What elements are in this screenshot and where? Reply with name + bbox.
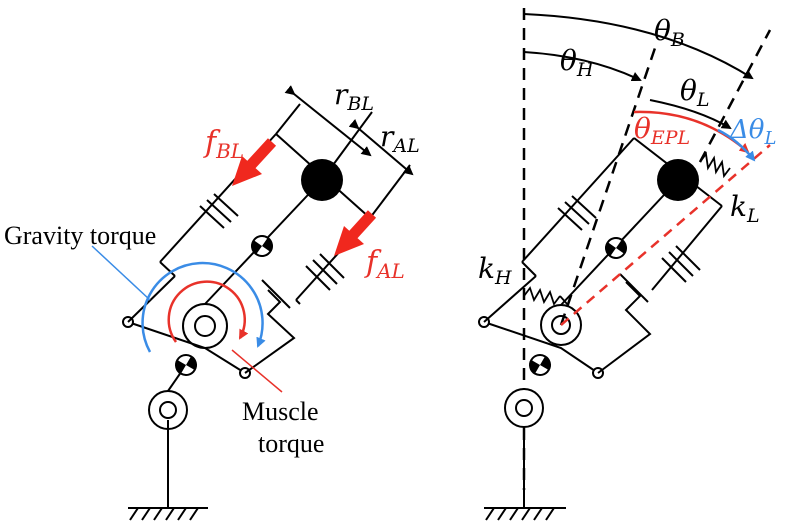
theta-h-line: [559, 47, 657, 326]
theta-epl-label: θEPL: [634, 112, 690, 149]
r-al-label: rAL: [380, 120, 420, 157]
delta-theta-l-arc: [717, 128, 756, 162]
muscle-leader: [231, 349, 283, 393]
pelvis-link: [127, 321, 246, 374]
center-of-mass-icon: [175, 354, 197, 376]
theta-h-label: θH: [560, 44, 594, 81]
spring-icon: [523, 286, 561, 306]
theta-b-label: θB: [654, 14, 685, 51]
muscle-torque-arc: [167, 280, 249, 343]
muscle-torque-label-2: torque: [258, 429, 324, 458]
k-l-label: kL: [730, 190, 760, 227]
pulley-icon: [182, 303, 228, 349]
gravity-torque-arc: [141, 261, 266, 353]
damper-icon: [305, 253, 345, 291]
mass-icon: [657, 159, 699, 201]
force-arrow-al: [334, 210, 377, 256]
r-bl-label: rBL: [334, 78, 374, 115]
damper-icon: [557, 195, 597, 231]
theta-b-arc: [523, 13, 754, 80]
ground-hatch-icon: [128, 507, 208, 521]
theta-l-line: [698, 29, 772, 163]
pelvis-link: [483, 321, 599, 374]
k-h-label: kH: [478, 252, 512, 289]
right-diagram: θB θH θL θEPL ΔθL kH kL: [478, 8, 776, 521]
ground-hatch-icon: [484, 507, 566, 521]
center-of-mass-icon: [605, 237, 627, 259]
actuator-back: [483, 137, 635, 323]
theta-l-label: θL: [680, 74, 709, 111]
f-bl-label: fBL: [203, 125, 244, 163]
damper-icon: [661, 245, 701, 283]
pulley-icon: [504, 388, 544, 428]
center-of-mass-icon: [251, 235, 273, 257]
theta-h-arc: [523, 51, 642, 82]
left-diagram: Gravity torque Muscle torque fBL fAL rBL…: [4, 78, 420, 521]
dimension-r-bl: [275, 85, 414, 219]
f-al-label: fAL: [364, 245, 405, 283]
spring-icon: [699, 151, 731, 179]
delta-theta-l-label: ΔθL: [729, 115, 776, 149]
gravity-torque-label: Gravity torque: [4, 221, 156, 250]
actuator-front: [597, 205, 723, 374]
center-of-mass-icon: [529, 354, 551, 376]
damper-icon: [199, 193, 239, 229]
force-arrow-bl: [232, 138, 277, 186]
moment-arm-bar: [633, 137, 723, 207]
theta-l-arc: [649, 99, 732, 130]
moment-arm-bar: [275, 133, 371, 219]
muscle-torque-label: Muscle: [242, 397, 319, 426]
epl-line: [560, 144, 771, 326]
gravity-leader: [91, 245, 151, 301]
